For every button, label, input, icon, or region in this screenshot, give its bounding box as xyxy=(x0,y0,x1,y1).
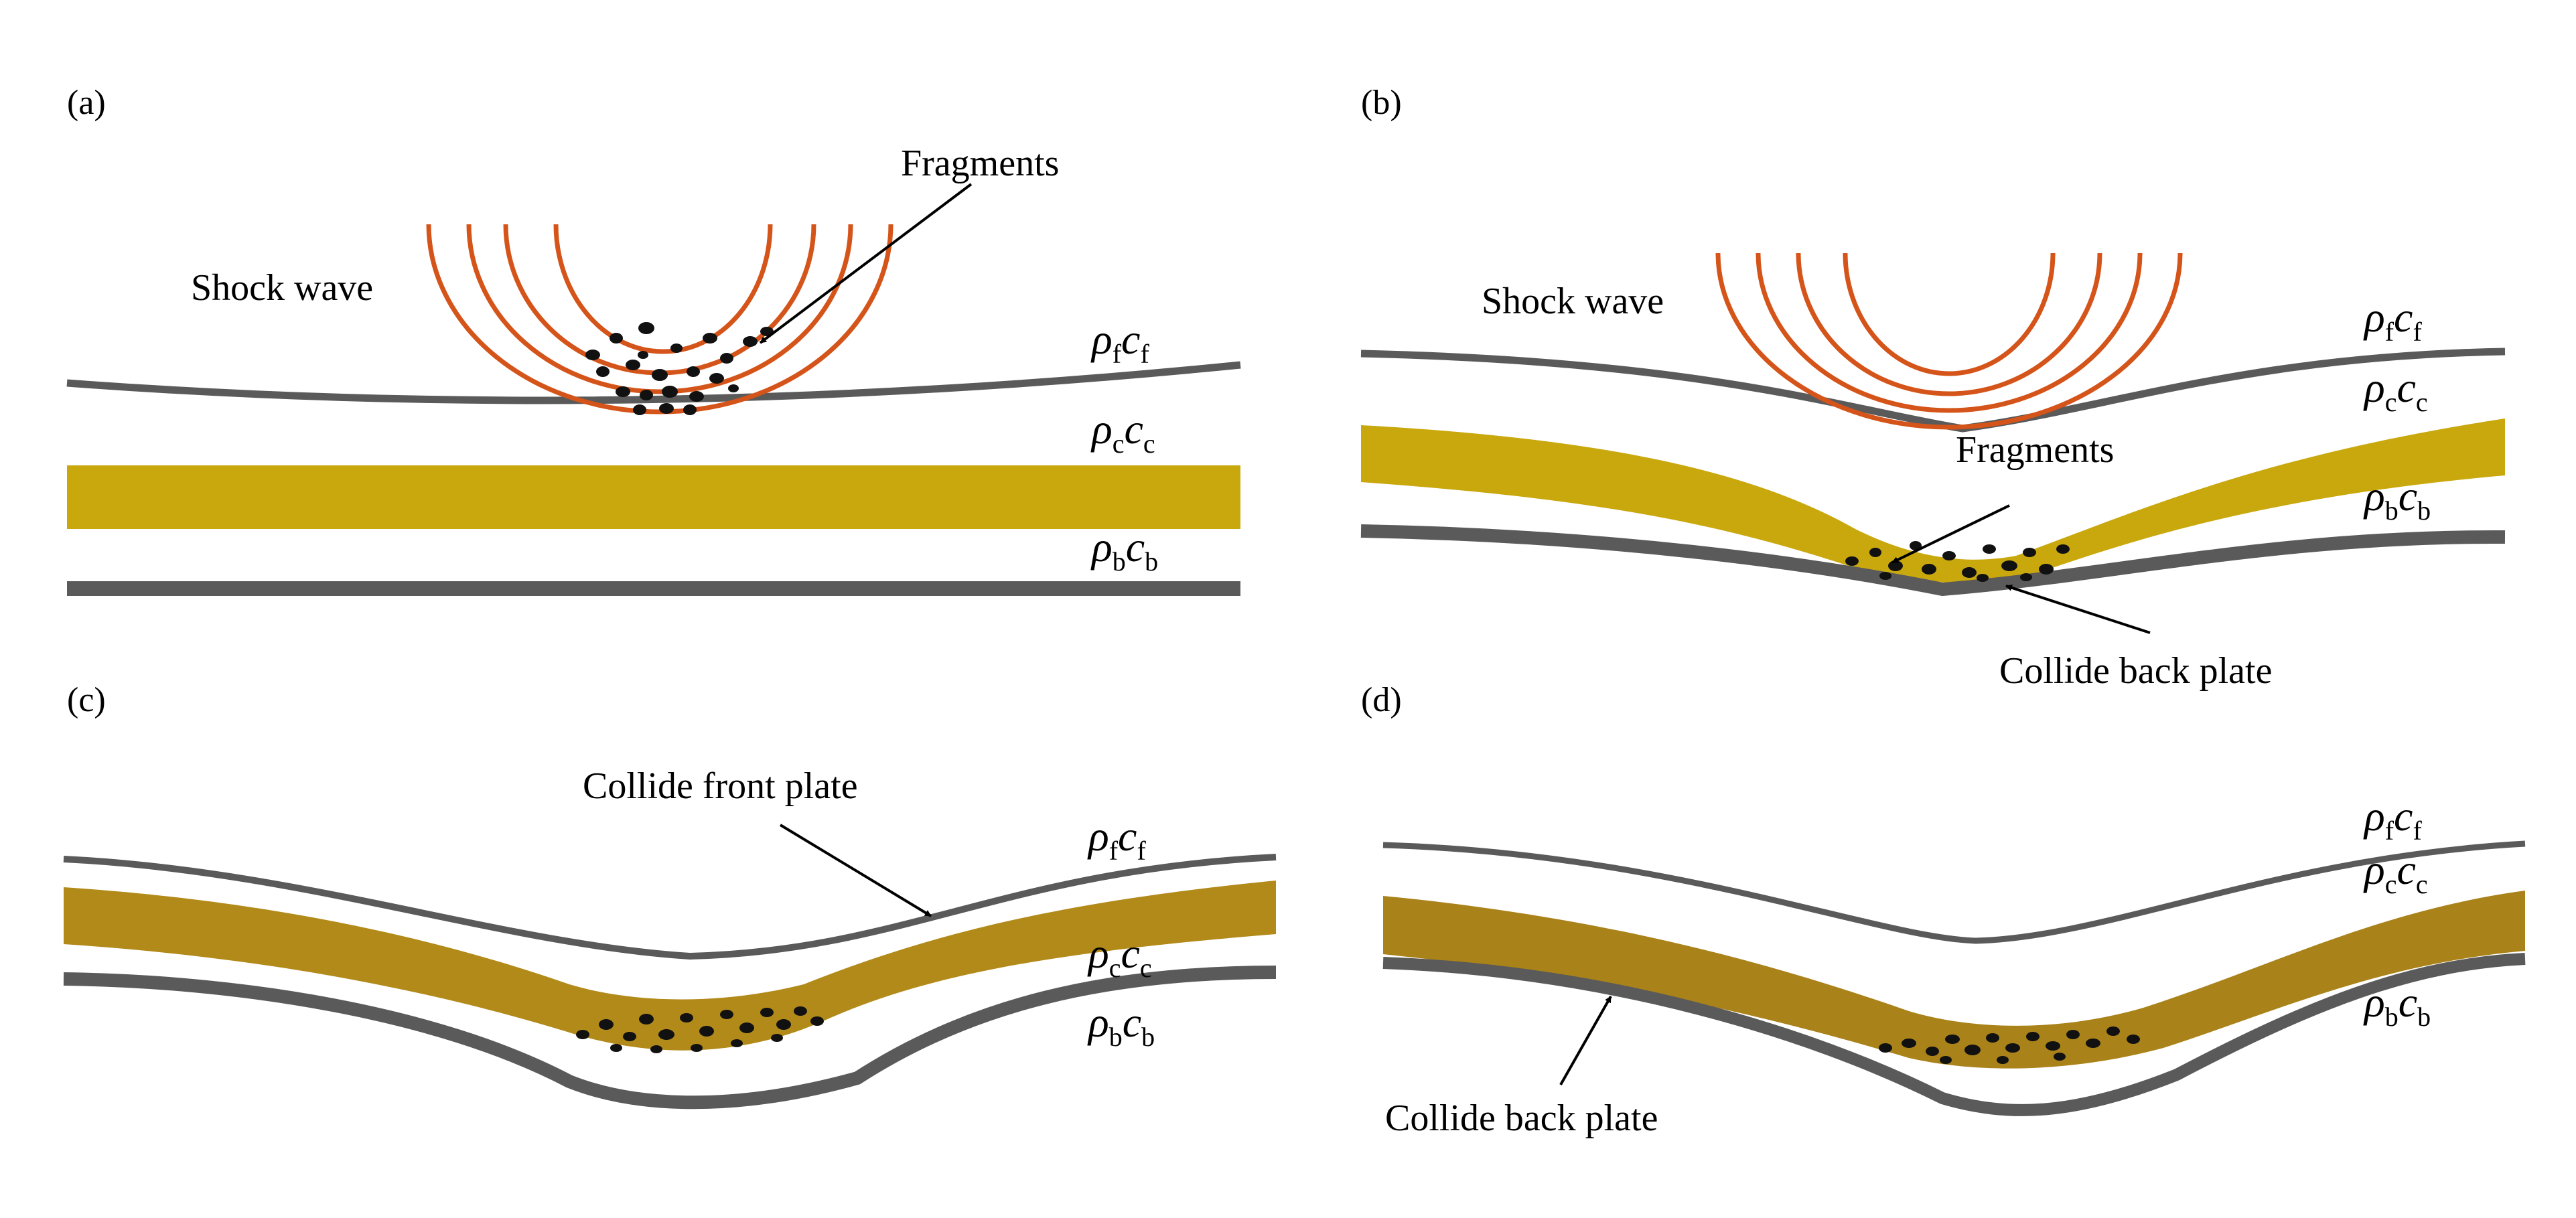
svg-text:ρbcb: ρbcb xyxy=(2363,472,2431,526)
panel-c-core xyxy=(64,881,1276,1051)
panel-b-shock-wave xyxy=(1715,252,2183,430)
svg-text:ρbcb: ρbcb xyxy=(2363,978,2431,1032)
panel-a-shock-arc-1 xyxy=(426,224,893,414)
panel-a-fragments-arrow xyxy=(759,183,973,344)
panel-a-shock-arc-4 xyxy=(553,224,773,354)
panel-b-fragments-label: Fragments xyxy=(1956,429,2114,471)
svg-text:ρfcf: ρfcf xyxy=(2363,293,2422,347)
panel-b-layer-c: ρccc xyxy=(2363,364,2428,417)
svg-text:ρccc: ρccc xyxy=(1087,929,1152,983)
panel-b-collide-back-arrow xyxy=(2005,585,2151,634)
panel-b-shock-wave-label: Shock wave xyxy=(1482,281,1664,322)
svg-text:ρccc: ρccc xyxy=(2363,846,2428,899)
panel-b-fragments-arrow xyxy=(1891,504,2010,564)
panel-c-collide-front-arrow xyxy=(779,824,932,917)
panel-c-layer-f: ρfcf xyxy=(1087,812,1146,866)
panel-b-front-plate xyxy=(1360,348,2506,433)
panel-a-layer-c: ρccc xyxy=(1090,405,1155,459)
panel-d-layer-f: ρfcf xyxy=(2363,792,2422,846)
panel-c-front-plate xyxy=(63,854,1277,960)
panel-b-shock-arc-1 xyxy=(1715,252,2183,430)
panel-b-shock-arc-2 xyxy=(1756,252,2143,413)
panel-b-layer-b: ρbcb xyxy=(2363,472,2431,526)
panel-a: (a) Shock wave Fragment xyxy=(66,84,1241,596)
svg-text:ρccc: ρccc xyxy=(1090,405,1155,459)
panel-b-id: (b) xyxy=(1361,84,1402,122)
svg-text:ρfcf: ρfcf xyxy=(2363,792,2422,846)
panel-c-fragments xyxy=(576,1006,824,1053)
panel-b-collide-back-label: Collide back plate xyxy=(1999,650,2272,692)
panel-c-id: (c) xyxy=(67,681,106,719)
svg-text:ρfcf: ρfcf xyxy=(1087,812,1146,866)
panel-a-layer-b: ρbcb xyxy=(1090,523,1158,577)
panel-a-back-plate xyxy=(67,581,1240,596)
svg-text:ρfcf: ρfcf xyxy=(1090,315,1149,369)
svg-text:ρccc: ρccc xyxy=(2363,364,2428,417)
panel-d-collide-back-arrow xyxy=(1559,996,1612,1085)
panel-b-shock-arc-4 xyxy=(1843,252,2056,376)
panel-b-shock-arc-3 xyxy=(1796,252,2102,396)
panel-b-fragments xyxy=(1845,541,2070,582)
panel-a-layer-f: ρfcf xyxy=(1090,315,1149,369)
panel-d-layer-c: ρccc xyxy=(2363,846,2428,899)
panel-d-front-plate xyxy=(1382,840,2526,944)
panel-a-id: (a) xyxy=(67,84,106,122)
panel-b-core xyxy=(1361,418,2505,583)
panel-b: (b) Shock wave Fragments Collide back pl… xyxy=(1360,84,2506,692)
svg-text:ρbcb: ρbcb xyxy=(1087,998,1155,1052)
panel-a-front-plate xyxy=(66,361,1241,404)
panel-d-back-plate xyxy=(1382,953,2526,1116)
panel-d-fragments xyxy=(1879,1026,2140,1064)
panel-a-fragments xyxy=(585,322,774,415)
panel-d-layer-b: ρbcb xyxy=(2363,978,2431,1032)
panel-c-layer-c: ρccc xyxy=(1087,929,1152,983)
panel-d-collide-back-label: Collide back plate xyxy=(1385,1097,1658,1139)
panel-c-back-plate xyxy=(63,966,1277,1110)
panel-a-core xyxy=(67,465,1240,529)
panel-d: (d) Collide back plate ρfcf ρccc ρbcb xyxy=(1361,681,2526,1139)
panel-a-shock-wave xyxy=(426,224,893,414)
panel-c-collide-front-label: Collide front plate xyxy=(583,765,858,807)
panel-d-id: (d) xyxy=(1361,681,1402,719)
panel-a-shock-wave-label: Shock wave xyxy=(191,267,373,309)
panel-d-core xyxy=(1383,891,2525,1069)
panel-a-shock-arc-2 xyxy=(466,224,853,394)
panel-b-back-plate xyxy=(1360,524,2506,597)
panel-a-fragments-label: Fragments xyxy=(901,143,1059,184)
panel-c-layer-b: ρbcb xyxy=(1087,998,1155,1052)
svg-text:ρbcb: ρbcb xyxy=(1090,523,1158,577)
panel-b-layer-f: ρfcf xyxy=(2363,293,2422,347)
panel-c: (c) Collide front plate ρfcf ρccc ρbcb xyxy=(63,681,1277,1110)
